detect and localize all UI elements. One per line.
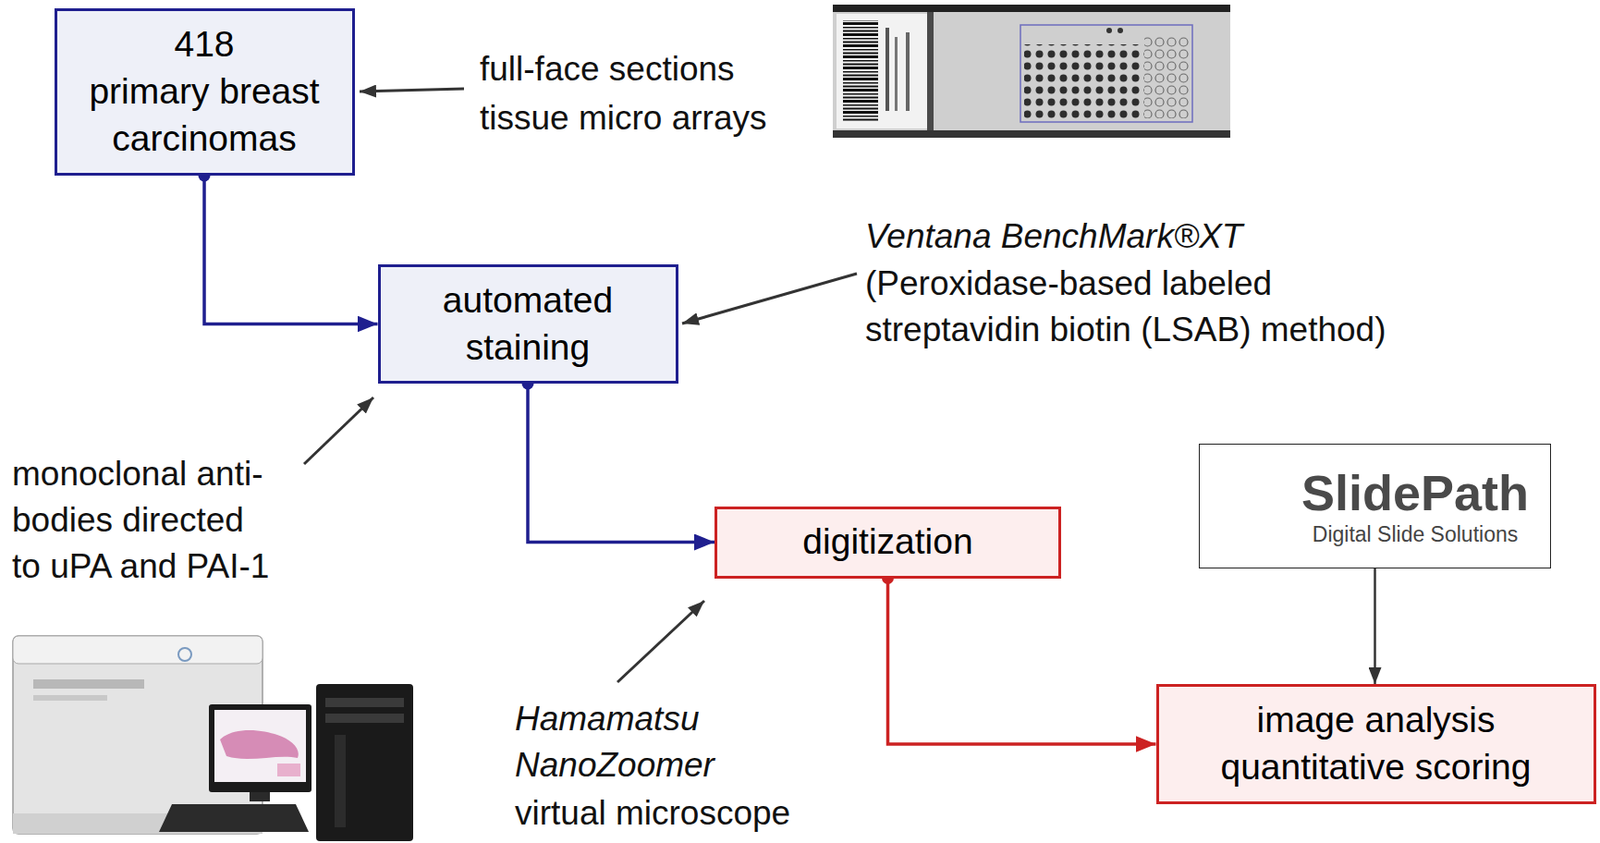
leader-line: [682, 273, 857, 324]
slide-divider: [927, 12, 934, 131]
annotation-label: full-face sections: [479, 46, 813, 93]
node-title: SlidePath: [1301, 464, 1529, 522]
tower-trim: [334, 734, 346, 828]
drive-bay: [325, 713, 404, 723]
monitor-screen: [214, 709, 306, 782]
node-title: 418: [173, 21, 234, 69]
flow-connector: [527, 383, 715, 543]
scanner-slot: [33, 695, 108, 701]
label-print: [894, 36, 898, 111]
annotation-label: tissue micro arrays: [479, 95, 813, 142]
process-box: automated staining: [378, 264, 679, 384]
keyboard: [158, 804, 309, 832]
slide-label: [836, 13, 928, 129]
scanner-top: [12, 635, 263, 664]
tissue-cores: [1144, 36, 1191, 119]
scanner-workstation: [12, 635, 414, 842]
annotation-label: virtual microscope: [514, 790, 848, 837]
node-subtitle: Digital Slide Solutions: [1312, 521, 1518, 550]
slide-photo: [832, 4, 1231, 138]
flow-connector: [1373, 568, 1377, 684]
logo-box: SlidePathDigital Slide Solutions: [1198, 443, 1552, 569]
marker-dot: [1106, 27, 1112, 34]
barcode: [842, 20, 879, 123]
computer-tower: [316, 683, 414, 842]
marker-dot: [1117, 27, 1124, 34]
node-title: image analysis quantitative scoring: [1175, 696, 1577, 791]
monitor-stand: [249, 792, 270, 802]
array-outline: [1020, 24, 1193, 123]
slide-edge: [832, 4, 1231, 13]
monitor: [208, 704, 312, 793]
slide-edge: [832, 130, 1231, 138]
label-print: [885, 27, 890, 111]
drive-bay: [325, 697, 404, 708]
annotation-label: Hamamatsu NanoZoomer: [514, 696, 737, 789]
annotation-label: (Peroxidase-based labeled streptavidin b…: [865, 260, 1420, 354]
tissue-image: [219, 730, 299, 759]
annotation-label: Ventana BenchMark®XT: [865, 213, 1383, 260]
flow-connector: [888, 578, 1157, 746]
annotation-label: monoclonal anti- bodies directed to uPA …: [12, 451, 281, 590]
scanner-slot: [33, 679, 145, 689]
slide-glass: [832, 4, 1231, 138]
leader-line: [359, 88, 465, 92]
tissue-image: [277, 763, 301, 777]
node-title: digitization: [802, 518, 973, 566]
flow-connector: [204, 175, 379, 325]
process-box: digitization: [714, 506, 1062, 579]
leader-line: [617, 600, 705, 683]
process-box: 418primary breast carcinomas: [54, 8, 355, 176]
node-title: automated staining: [397, 277, 660, 371]
node-subtitle: primary breast carcinomas: [73, 68, 336, 162]
scanner-logo: [178, 647, 192, 661]
tissue-cores: [1024, 44, 1145, 119]
process-box: image analysis quantitative scoring: [1156, 683, 1597, 805]
label-print: [905, 32, 910, 111]
leader-line: [304, 397, 374, 465]
